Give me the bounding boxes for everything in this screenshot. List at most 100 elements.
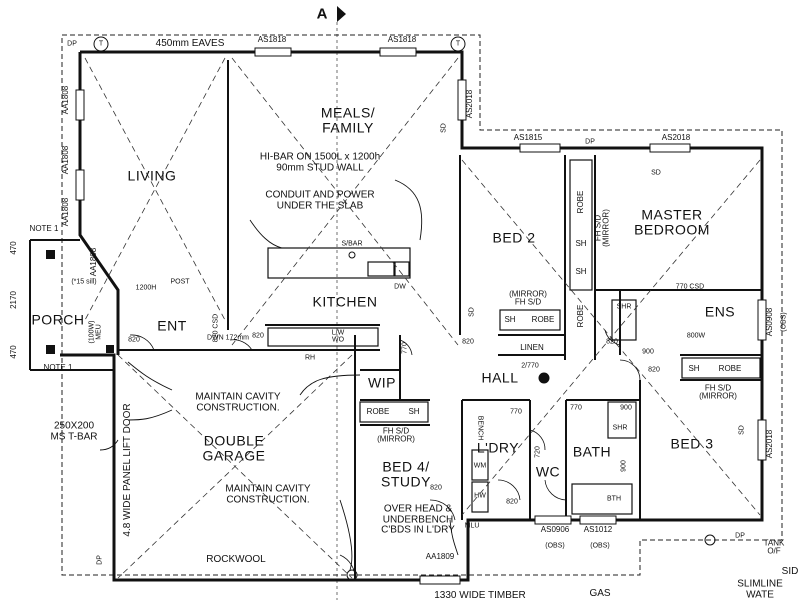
room-wip: WIP xyxy=(368,374,396,391)
door-swings xyxy=(129,329,641,581)
fixture-sh-master-1: SH xyxy=(575,238,587,248)
note-meu: (100W) MEU xyxy=(88,320,103,344)
marker-sd-1: SD xyxy=(440,123,448,133)
fixture-shr-bath: SHR xyxy=(612,424,628,432)
window-code-5: AA1808 xyxy=(60,197,70,227)
note-1-top: NOTE 1 xyxy=(29,223,59,233)
door-820-g: 820 xyxy=(430,484,442,492)
window-code-1: AS1818 xyxy=(257,34,287,44)
note-post: POST xyxy=(170,278,190,286)
note-mirror-bed2: (MIRROR) FH S/D xyxy=(509,289,547,307)
window-code-8: AS2018 xyxy=(661,132,691,142)
door-1200h: 1200H xyxy=(135,284,157,292)
fixture-sh-bed3: SH xyxy=(688,363,700,373)
porch-posts xyxy=(46,250,114,354)
fixture-robe-master: ROBE xyxy=(575,190,585,214)
marker-dp-4: DP xyxy=(96,555,104,565)
leader-lines xyxy=(99,179,459,571)
window-code-4: AA1808 xyxy=(60,145,70,175)
fixture-bth: BTH xyxy=(607,495,621,503)
dim-470-bottom: 470 xyxy=(8,345,18,359)
marker-t-2: T xyxy=(455,40,461,48)
note-mirror-bed4: FH S/D (MIRROR) xyxy=(377,426,415,444)
fixture-robe-bed2: ROBE xyxy=(531,314,555,324)
door-820-d: 820 xyxy=(606,338,618,346)
fixture-sh-bed2: SH xyxy=(504,314,516,324)
door-820-c: 820 xyxy=(462,338,474,346)
fixture-robe-master-2: ROBE xyxy=(575,304,585,328)
door-770-a: 770 xyxy=(510,408,522,416)
door-770-csd: 770 CSD xyxy=(675,283,705,291)
eaves-line xyxy=(61,34,783,576)
circle-markers xyxy=(93,36,716,581)
note-slimline: SLIMLINE WATE xyxy=(737,578,783,600)
window-sub-obs-2: (OBS) xyxy=(590,542,610,550)
note-tank: TANK O/F xyxy=(763,538,785,556)
door-820-f: 820 xyxy=(506,498,518,506)
marker-sd-4: SD xyxy=(468,307,476,317)
ceiling-diagonals xyxy=(84,57,761,579)
note-sbar: S/BAR xyxy=(341,240,363,248)
fixture-robe-bed4: ROBE xyxy=(366,406,390,416)
note-conduit: CONDUIT AND POWER UNDER THE SLAB xyxy=(265,189,375,211)
fixture-linen: LINEN xyxy=(520,342,544,352)
kitchen-bench xyxy=(267,159,761,515)
door-720: 720 xyxy=(534,446,542,458)
note-1-bottom: NOTE 1 xyxy=(43,362,73,372)
internal-walls xyxy=(29,60,762,580)
door-900-c: 900 xyxy=(620,460,628,472)
door-900-b: 900 xyxy=(620,404,632,412)
door-800w: 800W xyxy=(686,332,706,340)
section-marker: A xyxy=(316,5,328,23)
door-820-a: 820 xyxy=(128,336,140,344)
note-hibar: HI-BAR ON 1500L x 1200h 90mm STUD WALL xyxy=(259,151,381,173)
fixture-sh-master-2: SH xyxy=(575,266,587,276)
marker-t-1: T xyxy=(98,40,104,48)
marker-sd-2: SD xyxy=(651,169,661,177)
note-mirror-master: FH S/D (MIRROR) xyxy=(593,209,611,247)
window-sub-obs-3: (OBS) xyxy=(780,312,788,332)
window-code-7: AS1815 xyxy=(513,132,543,142)
door-900: 900 xyxy=(642,348,654,356)
window-marks xyxy=(75,47,767,585)
room-ent: ENT xyxy=(157,317,187,334)
note-gas: GAS xyxy=(589,587,611,599)
fixture-shr-ens: SHR xyxy=(616,303,632,311)
room-bath: BATH xyxy=(572,443,612,460)
window-code-9: AS2018 xyxy=(464,89,474,119)
marker-sd-3: SD xyxy=(738,425,746,435)
window-code-10: AS0908 xyxy=(764,307,774,337)
door-820-csd: 820 CSD xyxy=(212,313,220,343)
room-bed3: BED 3 xyxy=(670,435,714,452)
door-2-770: 2/770 xyxy=(521,362,539,370)
note-mlu: MLU xyxy=(464,522,480,530)
window-code-13: AS1012 xyxy=(583,524,613,534)
room-ens: ENS xyxy=(704,303,736,320)
room-bed4-study: BED 4/ STUDY xyxy=(381,458,431,489)
door-820-e: 820 xyxy=(648,366,660,374)
room-porch: PORCH xyxy=(31,311,85,328)
marker-dp-1: DP xyxy=(67,40,77,48)
window-code-14: AA1809 xyxy=(425,551,455,561)
window-code-2: AS1818 xyxy=(387,34,417,44)
window-code-12: AS0906 xyxy=(540,524,570,534)
dim-2170: 2170 xyxy=(8,291,18,309)
window-sub-aa-note: (*15 sill) xyxy=(71,278,97,286)
fixture-sh-bed4: SH xyxy=(408,406,420,416)
window-sub-obs-1: (OBS) xyxy=(545,542,565,550)
note-eaves: 450mm EAVES xyxy=(155,37,225,49)
door-770-b: 770 xyxy=(570,404,582,412)
window-code-3: AA1808 xyxy=(60,85,70,115)
note-mirror-bed3: FH S/D (MIRROR) xyxy=(699,383,737,401)
room-laundry: L'DRY xyxy=(476,439,520,456)
note-rh: RH xyxy=(304,354,316,362)
room-meals-family: MEALS/ FAMILY xyxy=(320,104,376,135)
room-wc: WC xyxy=(535,463,561,480)
outer-walls xyxy=(60,50,764,582)
fixture-robe-bed3: ROBE xyxy=(718,363,742,373)
room-kitchen: KITCHEN xyxy=(312,293,378,310)
note-wm: WM xyxy=(473,462,487,470)
window-code-6: AA1808 xyxy=(88,247,98,277)
note-rockwool: ROCKWOOL xyxy=(206,553,266,565)
door-770-c: 770 xyxy=(401,342,409,354)
